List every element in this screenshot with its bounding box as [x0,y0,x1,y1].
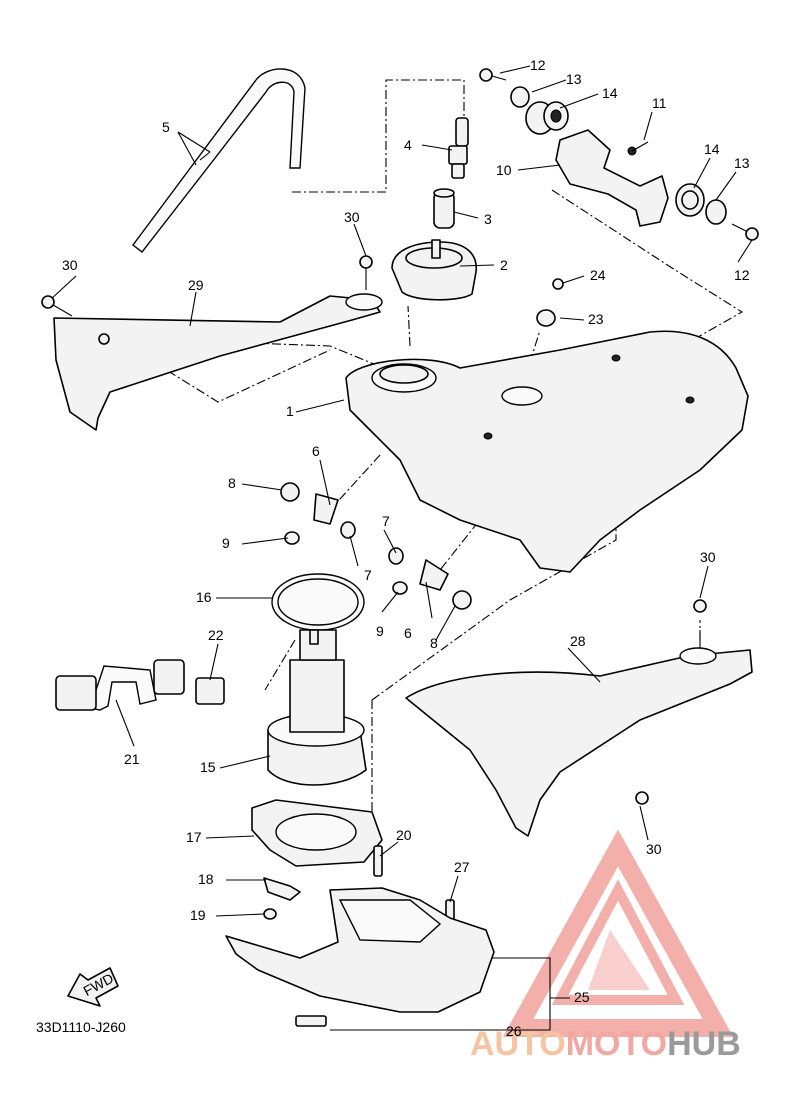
callout-4: 4 [404,137,412,153]
callout-9a: 9 [222,535,230,551]
callout-13a: 13 [566,71,582,87]
callout-12a: 12 [530,57,546,73]
hose-connector [195,677,225,705]
callout-10: 10 [496,162,512,178]
callout-labels: 1 2 3 4 5 6 6 7 7 8 8 9 9 10 11 12 12 13… [62,57,750,1039]
callout-30d: 30 [646,841,662,857]
callout-3: 3 [484,211,492,227]
hose-joint-fitting [448,117,469,179]
callout-30a: 30 [62,257,78,273]
callout-6b: 6 [404,625,412,641]
callout-9b: 9 [376,623,384,639]
callout-23: 23 [588,311,604,327]
callout-8a: 8 [228,475,236,491]
callout-1: 1 [286,403,294,419]
callout-8b: 8 [430,635,438,651]
callout-12b: 12 [734,267,750,283]
under-cover [225,887,495,1027]
tank-mount-hardware [280,482,472,610]
callout-25: 25 [574,989,590,1005]
callout-7b: 7 [364,567,372,583]
bracket-assembly [479,68,759,241]
callout-6a: 6 [312,443,320,459]
watermark-text: AUTOMOTOHUB [470,1025,741,1063]
callout-30b: 30 [344,209,360,225]
callout-17: 17 [186,829,202,845]
callout-14a: 14 [602,85,618,101]
callout-15: 15 [200,759,216,775]
callout-27: 27 [454,859,470,875]
callout-13b: 13 [734,155,750,171]
callout-19: 19 [190,907,206,923]
callout-22: 22 [208,627,224,643]
callout-29: 29 [188,277,204,293]
callout-11: 11 [652,95,667,111]
callout-20: 20 [396,827,412,843]
callout-14b: 14 [704,141,720,157]
callout-30c: 30 [700,549,716,565]
right-side-cover [405,630,753,837]
callout-21: 21 [124,751,140,767]
seal-ring [271,573,365,631]
breather-hose [132,68,306,253]
left-side-cover [47,258,383,431]
callout-5: 5 [162,119,170,135]
forward-direction-arrow: FWD [67,967,119,1007]
watermark-logo [502,829,734,1037]
pump-plate [251,799,383,867]
callout-18: 18 [198,871,214,887]
diagram-code: 33D1110-J260 [36,1019,126,1035]
hose-pipe [433,188,455,229]
callout-2: 2 [500,257,508,273]
fuel-pump [267,629,367,786]
callout-24: 24 [590,267,606,283]
leader-lines [41,65,753,1031]
fuel-hose [55,659,185,711]
fuel-cap [391,239,477,301]
fuel-tank [345,330,749,573]
callout-28: 28 [570,633,586,649]
callout-26: 26 [506,1023,522,1039]
callout-7a: 7 [382,513,390,529]
callout-16: 16 [196,589,212,605]
